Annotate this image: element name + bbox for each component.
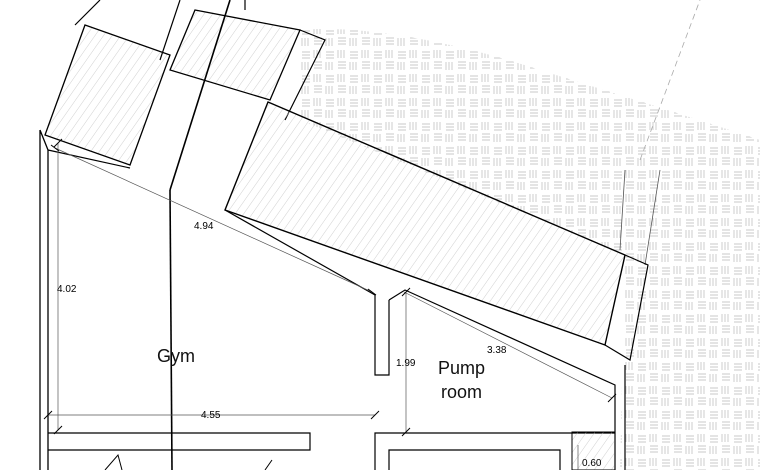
dimension-label-diagonal: 4.94 [194, 221, 214, 232]
upper-frame-lines [74, 0, 326, 121]
dimension-label-width: 4.55 [201, 410, 221, 421]
lower-partition-right [374, 432, 615, 470]
section-line [169, 0, 231, 191]
pump-room-outline [388, 289, 626, 470]
dimension-lines [48, 143, 613, 470]
outer-guide-line [619, 169, 626, 251]
left-exterior-wall [39, 129, 49, 470]
upper-wall-block-left [44, 24, 171, 166]
section-line [169, 189, 173, 470]
small-niche [571, 431, 616, 470]
lower-partition-left [48, 432, 311, 451]
exterior-paving [300, 29, 760, 470]
outer-guide-line [644, 169, 661, 266]
dimension-label-pump-diagonal: 3.38 [487, 345, 507, 356]
room-label-gym: Gym [157, 346, 195, 366]
dimension-label-small: 0.60 [582, 458, 602, 469]
room-label-pump-line-1: Pump [438, 358, 485, 378]
room-label-pump-line-2: room [441, 382, 482, 402]
upper-wall-block-right [169, 9, 301, 101]
gym-room-outline [47, 149, 390, 376]
dimension-label-height: 4.02 [57, 284, 77, 295]
dashed-boundary-line [639, 0, 701, 161]
dimension-label-partition: 1.99 [396, 358, 416, 369]
dimension-ticks [43, 138, 617, 437]
wall-end-cap [604, 254, 649, 361]
door-swing-lines [104, 453, 273, 470]
